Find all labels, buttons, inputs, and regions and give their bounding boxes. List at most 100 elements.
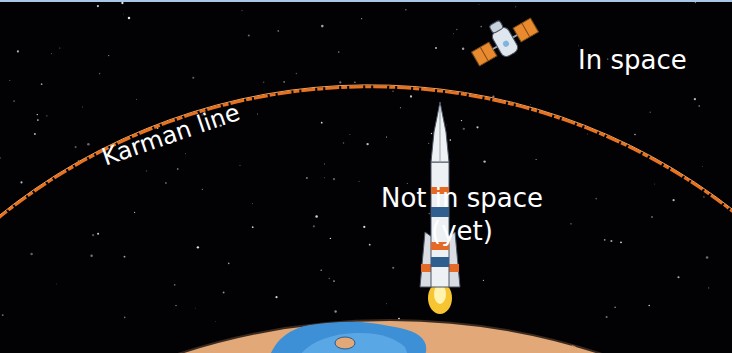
star — [369, 244, 371, 246]
star — [610, 240, 612, 242]
star — [185, 153, 187, 155]
star — [175, 305, 176, 306]
star — [462, 48, 464, 50]
star — [37, 119, 39, 121]
star — [90, 255, 92, 257]
star — [128, 17, 131, 20]
star — [456, 29, 458, 31]
star — [59, 47, 60, 48]
star — [124, 256, 126, 258]
star — [530, 103, 532, 105]
star — [108, 55, 109, 56]
star — [306, 177, 308, 179]
star — [215, 321, 217, 323]
star — [449, 139, 451, 141]
star — [51, 53, 53, 55]
star — [366, 143, 368, 145]
karman-line-label: Karman line — [98, 89, 269, 173]
star — [13, 100, 15, 102]
star — [192, 77, 194, 79]
satellite — [465, 6, 542, 71]
star — [321, 122, 323, 124]
star — [392, 91, 393, 92]
star — [252, 226, 254, 228]
star — [706, 256, 708, 258]
star — [197, 246, 199, 248]
star — [483, 160, 485, 162]
star — [570, 223, 571, 224]
star — [9, 80, 10, 81]
star — [354, 81, 356, 83]
star — [476, 126, 478, 128]
star — [2, 314, 4, 316]
star — [241, 10, 243, 12]
star — [99, 73, 101, 75]
star — [386, 136, 387, 137]
star — [135, 98, 137, 100]
star — [654, 183, 656, 185]
star — [30, 253, 33, 256]
star — [463, 128, 465, 130]
star — [87, 143, 90, 146]
star — [97, 233, 99, 235]
region-label: In space — [578, 44, 718, 77]
star — [672, 199, 674, 201]
star — [338, 51, 340, 53]
star — [695, 2, 696, 3]
star — [431, 133, 432, 134]
star — [694, 98, 696, 100]
star — [343, 142, 344, 143]
star — [17, 50, 19, 52]
region-label: Not in space (yet) — [378, 182, 546, 247]
star — [177, 168, 179, 170]
star — [333, 280, 335, 282]
star — [321, 25, 324, 28]
star — [651, 216, 652, 217]
star — [428, 142, 430, 144]
star — [329, 278, 331, 280]
star — [239, 164, 241, 166]
star — [228, 263, 230, 265]
star — [296, 73, 298, 75]
earth — [0, 320, 732, 353]
star — [359, 181, 360, 182]
star — [620, 241, 622, 243]
star — [405, 9, 406, 10]
star — [339, 81, 341, 83]
star — [202, 189, 203, 190]
star — [349, 134, 351, 136]
star — [165, 182, 167, 184]
star — [330, 238, 331, 239]
star — [701, 166, 703, 168]
star — [0, 157, 1, 159]
star — [323, 163, 325, 165]
star — [708, 287, 709, 288]
star — [37, 114, 38, 115]
star — [46, 115, 47, 116]
star — [698, 105, 700, 107]
star — [363, 226, 365, 228]
star — [386, 303, 388, 305]
star — [92, 234, 94, 236]
star — [248, 34, 250, 36]
star — [134, 212, 135, 213]
star — [56, 283, 58, 285]
star — [313, 225, 315, 227]
star — [361, 18, 362, 19]
star — [223, 292, 225, 294]
star — [446, 124, 448, 126]
star — [515, 6, 516, 7]
star — [392, 267, 394, 269]
star — [614, 306, 616, 308]
star — [124, 317, 126, 319]
star — [400, 107, 401, 108]
star — [587, 133, 589, 135]
star — [333, 178, 335, 180]
star — [595, 198, 597, 200]
star — [194, 307, 196, 309]
star — [174, 284, 176, 286]
star — [334, 310, 336, 312]
star — [480, 26, 482, 28]
star — [483, 280, 484, 281]
star — [256, 113, 258, 115]
